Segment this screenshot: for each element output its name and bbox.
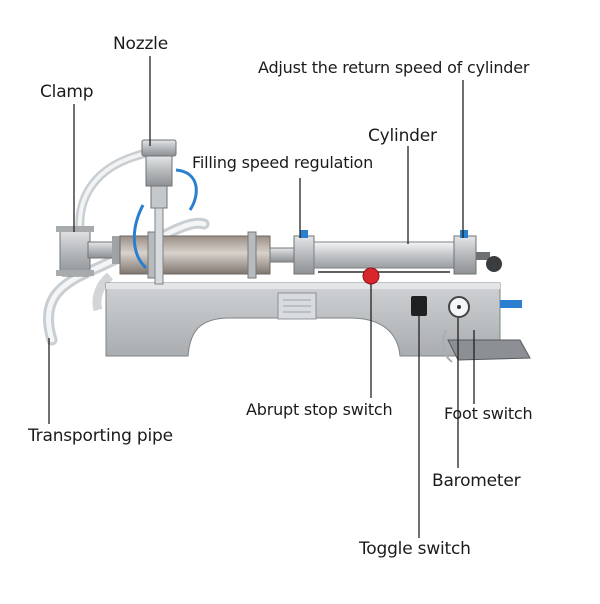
label-return-speed: Adjust the return speed of cylinder	[258, 58, 530, 77]
label-filling-speed: Filling speed regulation	[192, 153, 374, 172]
label-barometer: Barometer	[432, 471, 521, 491]
label-toggle-switch: Toggle switch	[359, 539, 471, 559]
barrel	[119, 231, 295, 279]
upper-hose	[75, 147, 157, 235]
machine-base	[105, 282, 501, 357]
foot-switch-pedal	[442, 329, 531, 363]
nozzle-assembly	[132, 139, 198, 285]
front-panel-controls	[411, 296, 522, 318]
label-foot-switch: Foot switch	[444, 404, 533, 423]
label-abrupt-stop: Abrupt stop switch	[246, 400, 393, 419]
label-clamp: Clamp	[40, 82, 94, 102]
label-transporting-pipe: Transporting pipe	[28, 426, 173, 446]
clamp-assembly	[56, 226, 122, 277]
label-cylinder: Cylinder	[368, 126, 437, 146]
label-nozzle: Nozzle	[113, 34, 168, 54]
abrupt-stop-switch	[362, 267, 380, 285]
cylinder	[293, 230, 502, 275]
leader-lines	[48, 56, 475, 538]
